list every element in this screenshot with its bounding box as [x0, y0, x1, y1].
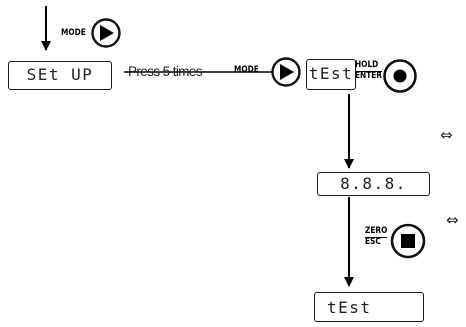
equivalent-symbol-1: ⇔ — [440, 126, 453, 144]
hold-enter-label: HOLD ENTER — [355, 61, 382, 81]
zero-esc-label: ZERO ESC — [365, 226, 388, 247]
press-instruction-text: Press 5 times — [128, 64, 203, 79]
mode-button-middle[interactable] — [271, 57, 301, 87]
hold-label: HOLD — [355, 61, 382, 72]
stop-square-icon — [401, 234, 415, 248]
mode-label-top: MODE — [61, 28, 86, 38]
test-display-1: tEst — [306, 59, 356, 90]
equivalent-symbol-2: ⇔ — [446, 211, 459, 229]
mode-button-top[interactable] — [91, 18, 121, 48]
segments-display: 8.8.8. — [317, 172, 430, 196]
setup-display: SEt UP — [8, 61, 112, 90]
mode-label-middle: MODE — [234, 65, 259, 75]
zero-esc-button[interactable] — [390, 223, 426, 259]
record-dot-icon — [393, 69, 407, 83]
hold-enter-button[interactable] — [383, 59, 417, 93]
test-display-2: tEst — [314, 292, 424, 322]
esc-label: ESC — [365, 237, 381, 247]
play-triangle-icon — [100, 25, 114, 41]
zero-label: ZERO — [365, 226, 388, 238]
play-triangle-icon — [280, 64, 294, 80]
enter-label: ENTER — [355, 71, 382, 81]
